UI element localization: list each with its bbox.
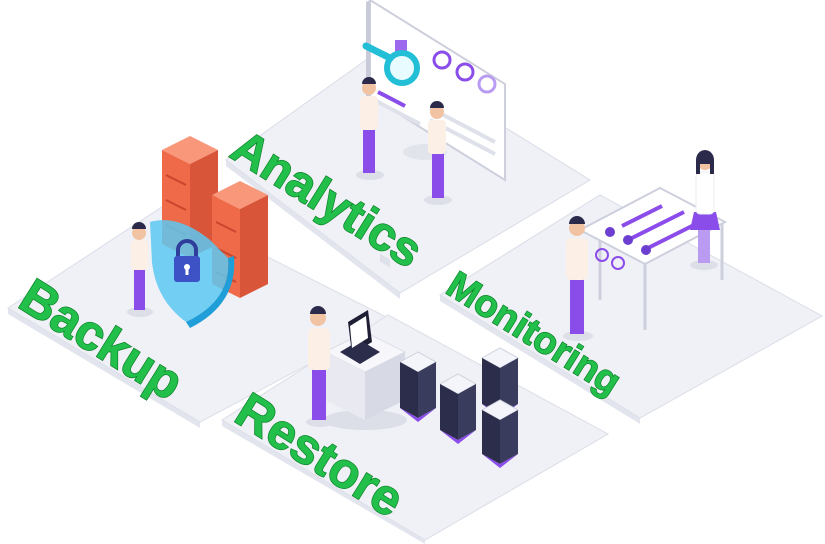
server-rack-icon-3 (480, 347, 520, 418)
analyst-person-left (356, 77, 384, 180)
magnifier-icon (362, 42, 420, 86)
laptop-icon (340, 310, 380, 364)
monitoring-table (577, 186, 728, 330)
monitoring-person-man (563, 216, 593, 341)
monitoring-tile (438, 194, 824, 424)
analytics-tile (224, 49, 592, 299)
server-rack-icon-1 (398, 351, 438, 422)
restore-person (306, 306, 334, 427)
analyst-person-right (424, 101, 452, 205)
server-rack-icon-2 (438, 373, 478, 444)
monitoring-person-woman (690, 150, 720, 270)
padlock-icon (174, 239, 200, 282)
server-rack-icon-4 (480, 399, 520, 468)
backup-person (127, 222, 153, 317)
